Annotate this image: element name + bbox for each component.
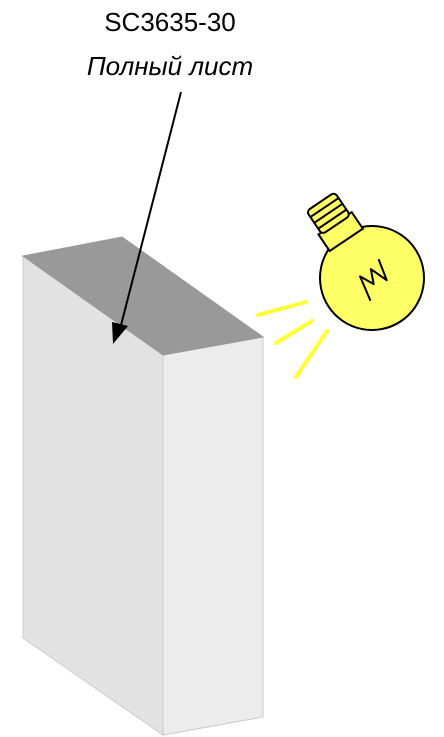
light-rays — [258, 302, 327, 377]
light-bulb-icon — [277, 173, 444, 351]
sheet-block — [23, 237, 263, 735]
sheet-side-face — [163, 337, 263, 735]
light-ray-bottom — [296, 331, 327, 377]
light-ray-middle — [276, 321, 312, 343]
light-ray-top — [258, 302, 306, 315]
